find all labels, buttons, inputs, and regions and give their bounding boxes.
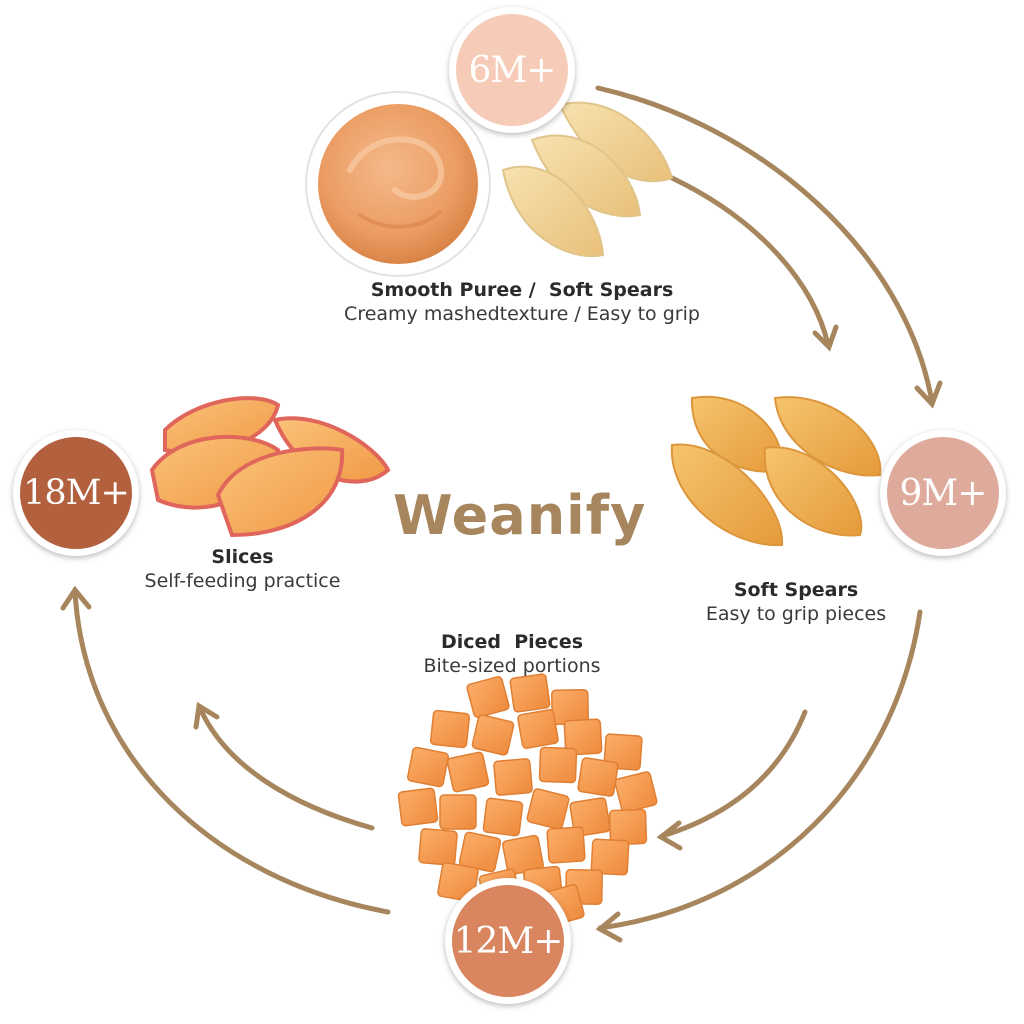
stage-12m-caption: Diced Pieces Bite-sized portions [372, 630, 652, 678]
diced-cube [509, 673, 551, 713]
stage-6m-caption: Smooth Puree / Soft Spears Creamy mashed… [262, 278, 782, 326]
diced-cube [446, 751, 490, 793]
diced-cube [608, 808, 648, 846]
stage-9m-description: Easy to grip pieces [705, 603, 887, 625]
diced-cube [603, 733, 643, 771]
arrow-12m-to-18m-outer-head [60, 585, 92, 611]
diced-cube [614, 771, 658, 813]
stage-18m-title: Slices [211, 546, 274, 568]
arrow-12m-to-18m-inner-head [193, 701, 220, 730]
diced-cube [563, 718, 603, 756]
arrow-9m-to-12m-inner-head [656, 820, 683, 851]
arrow-6m-to-9m-outer [595, 85, 935, 405]
age-badge-9m: 9M+ [880, 430, 1006, 556]
puree-bowl-image [305, 91, 491, 277]
diced-cube [471, 714, 515, 756]
diced-cube [517, 709, 559, 749]
stage-9m-caption: Soft Spears Easy to grip pieces [660, 578, 932, 626]
pale-spears-image [501, 101, 674, 258]
stage-6m-description: Creamy mashedtexture / Easy to grip [344, 303, 700, 325]
stage-18m-caption: Slices Self-feeding practice [100, 545, 385, 593]
diced-cube [538, 746, 578, 784]
arrow-12m-to-18m-inner [197, 705, 375, 831]
age-badge-12m: 12M+ [445, 878, 571, 1004]
diced-cube [590, 838, 630, 876]
diced-cube [482, 797, 524, 837]
diced-cube [397, 787, 439, 827]
diced-cube [551, 689, 589, 725]
soft-spears-image [670, 395, 882, 547]
peach-slices-image [149, 396, 391, 538]
diced-cube [429, 709, 471, 749]
arrow-6m-to-9m-outer-head [914, 380, 943, 409]
diced-cube [493, 758, 533, 796]
diced-cube [546, 826, 586, 864]
stage-9m-title: Soft Spears [733, 579, 859, 601]
stage-12m-description: Bite-sized portions [423, 655, 601, 677]
flow-arrows [60, 85, 943, 943]
diced-cube [418, 828, 458, 866]
diced-cube [466, 676, 510, 718]
arrow-9m-to-12m-outer [597, 609, 923, 931]
diced-cube [577, 757, 619, 797]
arrow-6m-to-9m-inner-head [812, 324, 839, 352]
arrow-9m-to-12m-inner [659, 709, 808, 839]
brand-logo: Weanify [393, 484, 647, 547]
diced-cube [439, 794, 477, 830]
diced-cube [407, 746, 449, 788]
arrow-6m-to-9m-inner [669, 175, 831, 348]
diced-cube [526, 788, 570, 830]
arrow-12m-to-18m-outer [72, 589, 391, 915]
stage-12m-title: Diced Pieces [440, 631, 584, 653]
diced-cubes-image [397, 673, 658, 932]
arrow-9m-to-12m-outer-head [595, 911, 623, 943]
stage-6m-title: Smooth Puree / Soft Spears [370, 279, 674, 301]
age-badge-6m: 6M+ [449, 7, 575, 133]
stage-18m-description: Self-feeding practice [144, 570, 341, 592]
age-badge-18m: 18M+ [13, 430, 139, 556]
